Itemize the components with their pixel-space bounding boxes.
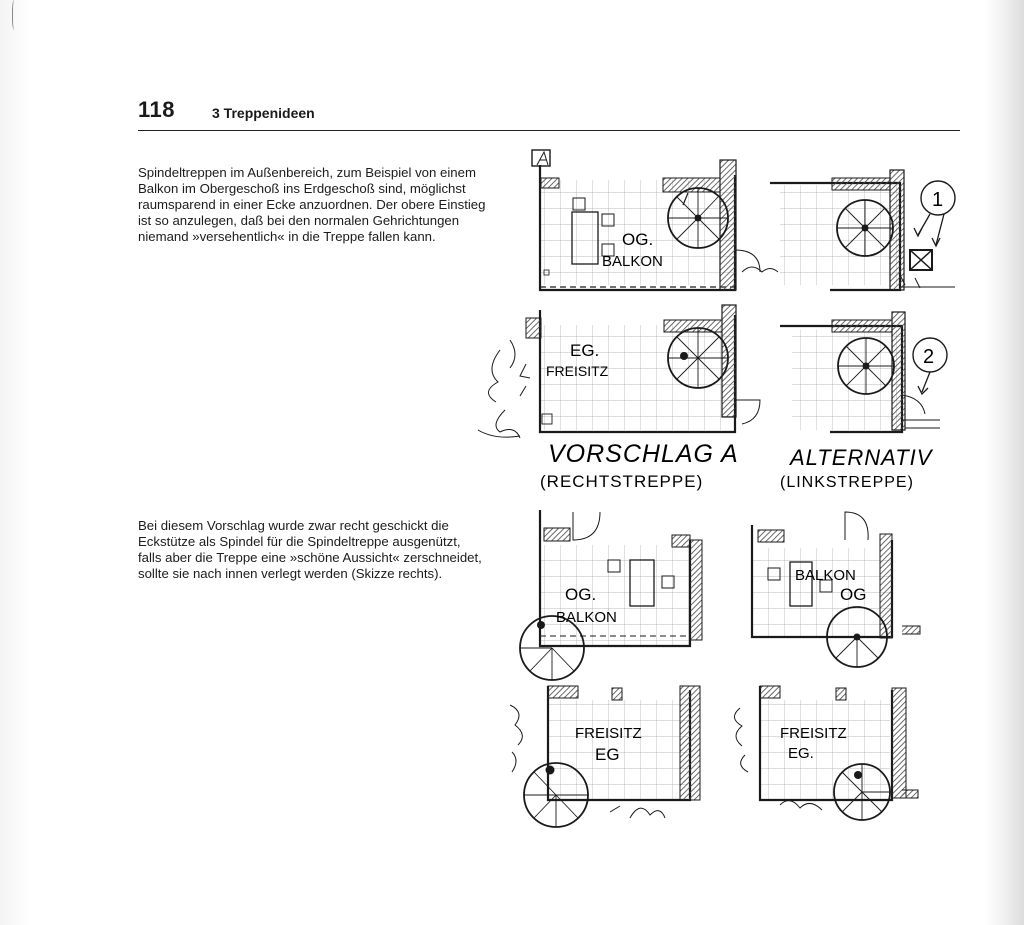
sketch-illustrations: OG. BALKON 1 bbox=[477, 149, 956, 828]
page-number: 118 bbox=[138, 97, 175, 122]
caption-linkstreppe: (LINKSTREPPE) bbox=[780, 474, 914, 491]
sketch-og-balkon-bottom-left: OG. BALKON bbox=[519, 510, 703, 681]
caption-alternativ: ALTERNATIV bbox=[788, 445, 934, 470]
sketch-label-freisitz-2: FREISITZ bbox=[575, 725, 642, 742]
sketch-label-og-3: OG bbox=[840, 585, 866, 604]
sketch-label-eg-3: EG. bbox=[788, 745, 814, 762]
sketch-alternativ-middle-right: 2 bbox=[780, 311, 948, 434]
sketch-label-freisitz: FREISITZ bbox=[546, 363, 609, 379]
chapter-title: 3 Treppenideen bbox=[212, 105, 315, 121]
sketch-captions: VORSCHLAG A (RECHTSTREPPE) ALTERNATIV (L… bbox=[540, 440, 934, 491]
sketch-label-eg-2: EG bbox=[595, 745, 620, 764]
sketch-eg-freisitz-bottom-right: FREISITZ EG. bbox=[734, 685, 919, 821]
marker-2: 2 bbox=[923, 346, 934, 368]
sketch-label-freisitz-3: FREISITZ bbox=[780, 725, 847, 742]
caption-rechtstreppe: (RECHTSTREPPE) bbox=[540, 472, 703, 491]
sketch-label-og: OG. bbox=[622, 230, 653, 249]
marker-1: 1 bbox=[932, 189, 943, 211]
sketch-eg-freisitz-middle-left: EG. FREISITZ bbox=[477, 304, 761, 439]
sketch-og-variant-top-right: 1 bbox=[770, 169, 956, 292]
paragraph-spiral-stairs-outdoor: Spindeltreppen im Außenbereich, zum Beis… bbox=[138, 165, 486, 244]
paragraph-corner-column-proposal: Bei diesem Vorschlag wurde zwar recht ge… bbox=[138, 518, 482, 581]
sketch-eg-freisitz-bottom-left: FREISITZ EG bbox=[509, 685, 701, 828]
sketch-label-balkon: BALKON bbox=[602, 253, 663, 270]
sketch-label-balkon-3: BALKON bbox=[795, 567, 856, 584]
sketch-label-eg: EG. bbox=[570, 341, 599, 360]
caption-vorschlag: VORSCHLAG A bbox=[548, 440, 739, 468]
page-gutter-mark bbox=[12, 0, 17, 30]
sketch-label-og-2: OG. bbox=[565, 585, 596, 604]
sketch-og-balkon-top-left: OG. BALKON bbox=[531, 149, 779, 292]
sketch-og-balkon-bottom-right: BALKON OG bbox=[750, 511, 921, 668]
running-header: 118 3 Treppenideen bbox=[138, 97, 960, 131]
sketch-label-balkon-2: BALKON bbox=[556, 609, 617, 626]
